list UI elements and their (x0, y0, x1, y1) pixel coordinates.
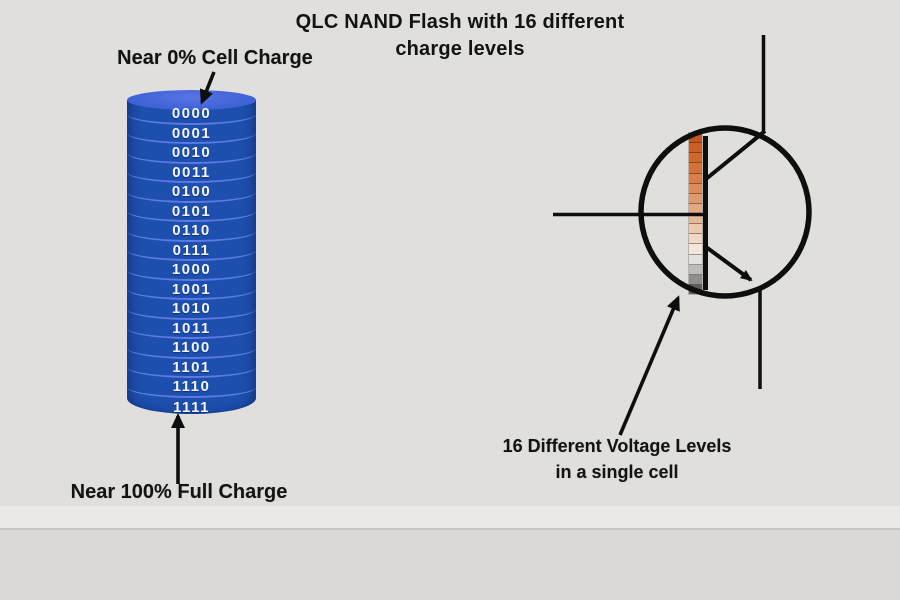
voltage-bar-segment-7 (689, 193, 702, 204)
voltage-bar-segment-9 (689, 214, 702, 225)
disc-row-1010: 1010 (127, 300, 256, 320)
footer-band (0, 530, 900, 600)
voltage-bar-segment-2 (689, 143, 702, 154)
disc-row-0110: 0110 (127, 222, 256, 242)
voltage-bar-segment-5 (689, 173, 702, 184)
disc-row-1111: 1111 (173, 398, 210, 416)
voltage-bar-segment-3 (689, 153, 702, 164)
voltage-bar (688, 132, 703, 295)
voltage-levels-label-line1: 16 Different Voltage Levels (502, 436, 732, 456)
near-full-charge-label: Near 100% Full Charge (70, 481, 288, 503)
voltage-bar-segment-12 (689, 244, 702, 255)
page-title-line2: charge levels (395, 38, 525, 60)
voltage-bar-segment-4 (689, 163, 702, 174)
disc-row-0000: 0000 (127, 105, 256, 125)
disc-row-0010: 0010 (127, 144, 256, 164)
voltage-bar-segment-1 (689, 133, 702, 144)
near-zero-charge-label: Near 0% Cell Charge (117, 47, 313, 69)
disc-row-1000: 1000 (127, 261, 256, 281)
bottom-seam-line (0, 528, 900, 530)
voltage-levels-arrow (618, 295, 680, 436)
voltage-bar-segment-6 (689, 183, 702, 194)
disc-row-1110: 1110 (127, 378, 256, 398)
transistor-circle (638, 125, 812, 299)
voltage-bar-segment-13 (689, 254, 702, 265)
voltage-bar-segment-11 (689, 234, 702, 245)
disc-row-1100: 1100 (127, 339, 256, 359)
transistor-collector-diagonal-line (704, 129, 767, 181)
bottom-seam-band (0, 506, 900, 528)
voltage-bar-segment-14 (689, 264, 702, 275)
disc-row-0100: 0100 (127, 183, 256, 203)
voltage-levels-label-line2: in a single cell (555, 462, 679, 482)
page-title-line1: QLC NAND Flash with 16 different (295, 11, 625, 33)
voltage-bar-segment-10 (689, 224, 702, 235)
voltage-bar-segment-15 (689, 274, 702, 285)
voltage-levels-label: 16 Different Voltage Levels in a single … (467, 433, 767, 485)
page-title: QLC NAND Flash with 16 different charge … (230, 9, 690, 63)
transistor-emitter-diagonal-line (704, 245, 753, 282)
near-zero-arrow (199, 71, 216, 105)
